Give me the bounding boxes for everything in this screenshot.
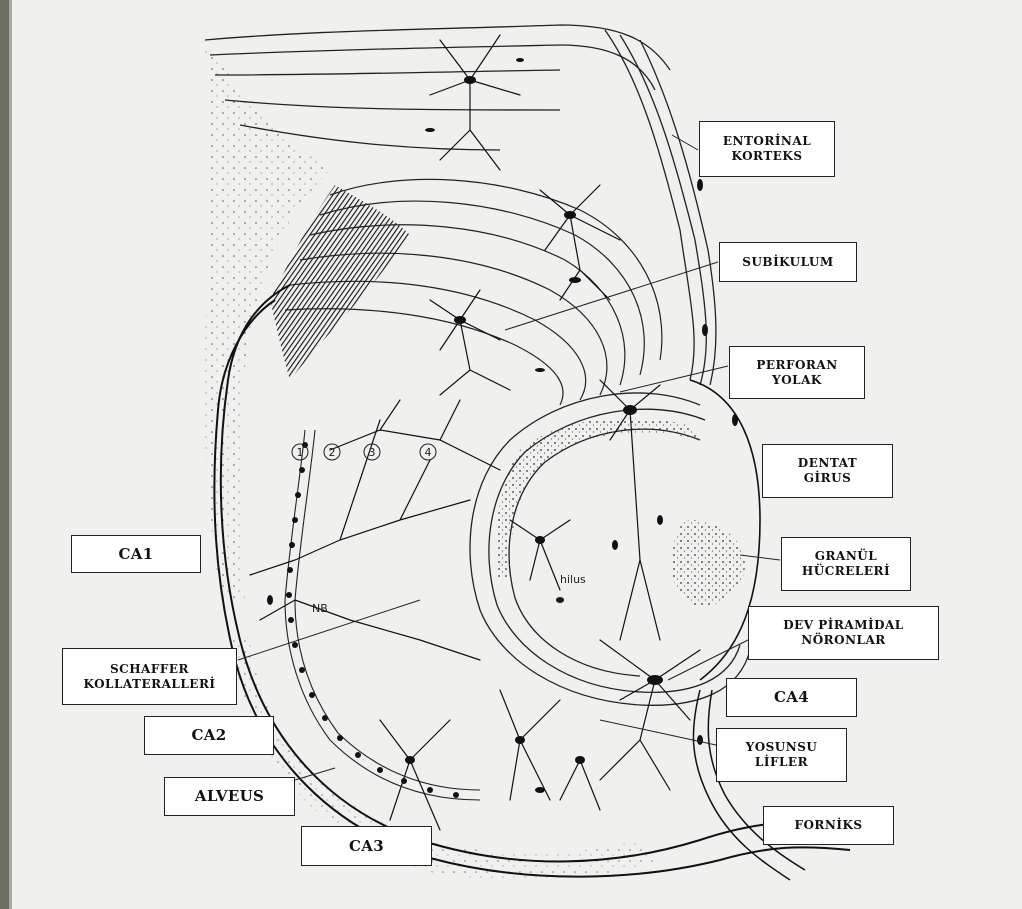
label-ca1-line1: CA1 [119,545,154,564]
hilus-text: hilus [560,573,586,586]
leader-yosunsu [600,720,716,745]
label-yosunsu-lifler: YOSUNSU LİFLER [716,728,847,782]
label-dev-piramidal-line2: NÖRONLAR [801,633,886,648]
label-yosunsu-line2: LİFLER [755,755,808,770]
label-granul-hucreleri: GRANÜL HÜCRELERİ [781,537,911,591]
label-dentat-girus: DENTAT GİRUS [762,444,893,498]
label-subikulum: SUBİKULUM [719,242,857,282]
granule-cell-cluster-right [672,520,745,606]
label-schaffer-line2: KOLLATERALLERİ [83,677,215,692]
label-perforan-line2: YOLAK [772,373,822,388]
label-dev-piramidal-noronlar: DEV PİRAMİDAL NÖRONLAR [748,606,939,660]
label-ca4-line1: CA4 [774,688,809,707]
granule-cell-layer [496,418,700,580]
label-schaffer-kollateralleri: SCHAFFER KOLLATERALLERİ [62,648,237,705]
label-entorinal-korteks: ENTORİNAL KORTEKS [699,121,835,177]
pyramidal-cells [286,442,459,798]
label-ca3: CA3 [301,826,432,866]
label-entorinal-line1: ENTORİNAL [723,134,811,149]
label-dentat-line1: DENTAT [798,456,857,471]
stippled-region-bottom [230,640,660,881]
leader-subikulum [505,262,718,330]
leader-schaffer [238,600,420,660]
fornix-fibers [693,690,805,880]
label-subikulum-line1: SUBİKULUM [742,255,833,270]
label-ca3-line1: CA3 [349,837,384,856]
layer-number-2: 2 [329,446,336,459]
leader-entorinal [672,135,698,150]
label-ca2: CA2 [144,716,274,755]
label-ca4: CA4 [726,678,857,717]
nb-text: NB [312,602,328,615]
label-alveus-line1: ALVEUS [195,787,264,806]
label-dev-piramidal-line1: DEV PİRAMİDAL [783,618,904,633]
label-forniks-line1: FORNİKS [794,818,862,833]
label-forniks: FORNİKS [763,806,894,845]
label-dentat-line2: GİRUS [804,471,851,486]
label-ca2-line1: CA2 [192,726,227,745]
label-yosunsu-line1: YOSUNSU [746,740,818,755]
label-granul-line1: GRANÜL [815,549,877,564]
layer-number-1: 1 [297,446,304,459]
label-granul-line2: HÜCRELERİ [802,564,890,579]
layer-number-3: 3 [369,446,376,459]
label-schaffer-line1: SCHAFFER [110,662,189,677]
label-entorinal-line2: KORTEKS [732,149,803,164]
layer-number-4: 4 [425,446,432,459]
leader-granul [740,555,780,560]
label-perforan-yolak: PERFORAN YOLAK [729,346,865,399]
ca-pyramidal-layer [285,430,480,800]
label-alveus: ALVEUS [164,777,295,816]
label-perforan-line1: PERFORAN [756,358,837,373]
label-ca1: CA1 [71,535,201,573]
